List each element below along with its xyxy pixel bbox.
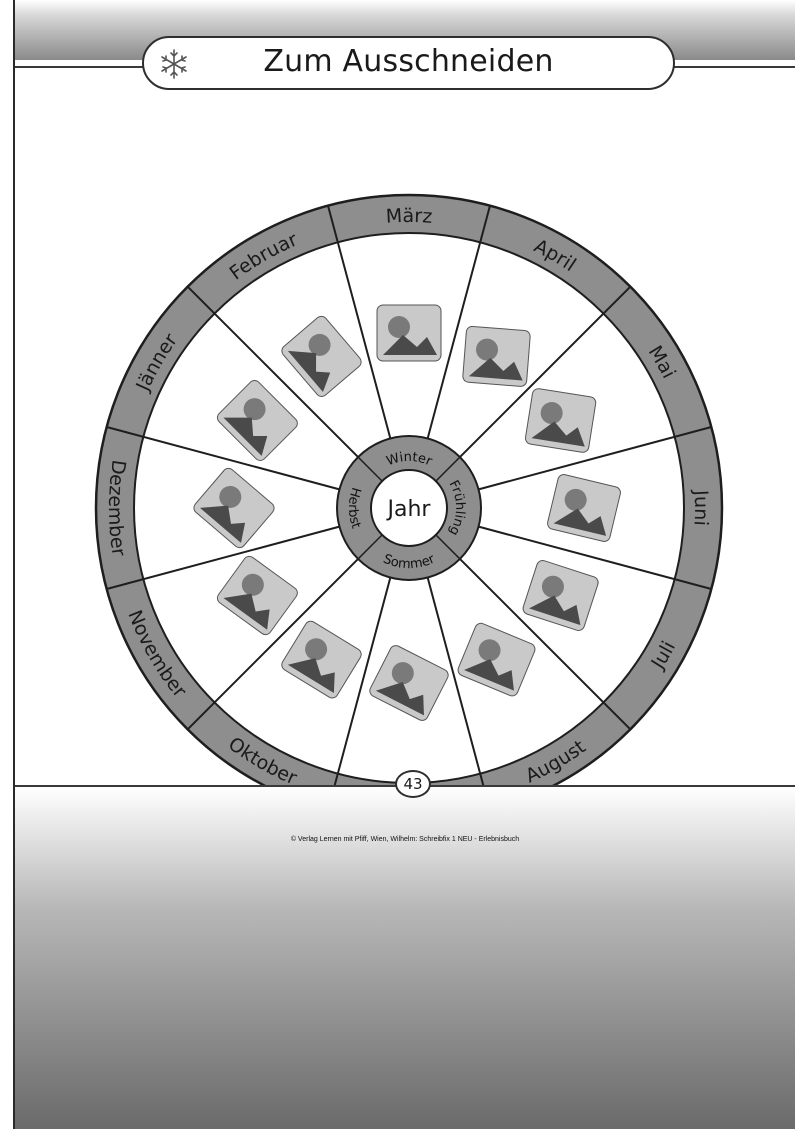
sun-rain-image — [462, 326, 530, 387]
month-label-text: März — [385, 205, 433, 228]
snowdrops-image — [377, 305, 441, 361]
copyright-notice: © Verlag Lernen mit Pfiff, Wien, Wilhelm… — [15, 836, 795, 843]
beetle-image — [525, 388, 597, 453]
month-label-1: März — [385, 205, 433, 228]
picture-frame — [525, 388, 597, 453]
center-label: Jahr — [386, 497, 432, 522]
picture-shape — [388, 316, 410, 338]
page-number: 43 — [395, 770, 431, 798]
